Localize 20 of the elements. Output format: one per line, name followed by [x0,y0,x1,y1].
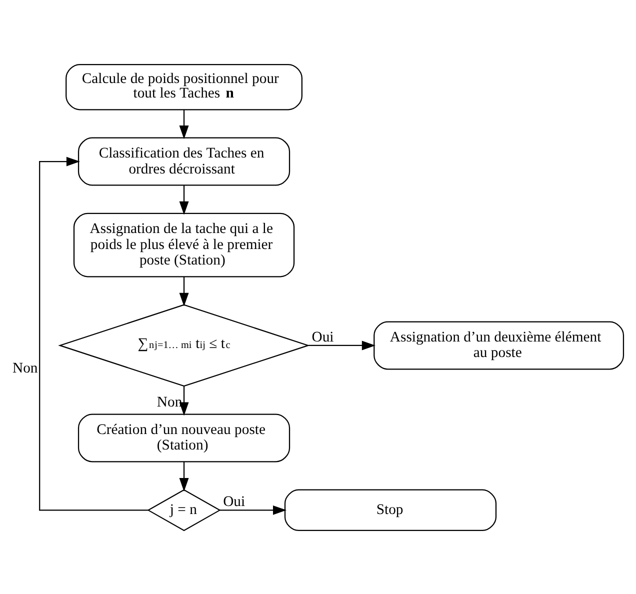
node-box: Calcule de poids positionnel pour tout les Taches n [66,63,302,110]
edge-label: Oui [312,328,334,345]
node-box: Assignation d’un deuxième élément au poste [374,320,624,370]
edge-label: Non [156,394,182,410]
arrow [179,184,189,214]
arrow [179,276,189,306]
node-box: Classification des Taches en ordres décroissant [78,136,290,186]
arrow [179,109,189,139]
arrow [179,386,189,416]
arrow [308,340,376,350]
node-diamond: j = n [147,488,221,531]
edge-label: Non [12,360,38,376]
edge-label: Oui [223,494,246,510]
node-box: Assignation de la tache qui a le poids le plus élevé à le premier poste (Station) [73,212,295,277]
arrow [220,504,287,514]
node-diamond: ∑nj=1… mi tij ≤ tc [58,304,310,386]
node-box: Stop [284,488,497,531]
arrow [39,156,148,510]
node-box: Création d’un nouveau poste (Station) [78,413,290,462]
arrow [179,462,189,492]
